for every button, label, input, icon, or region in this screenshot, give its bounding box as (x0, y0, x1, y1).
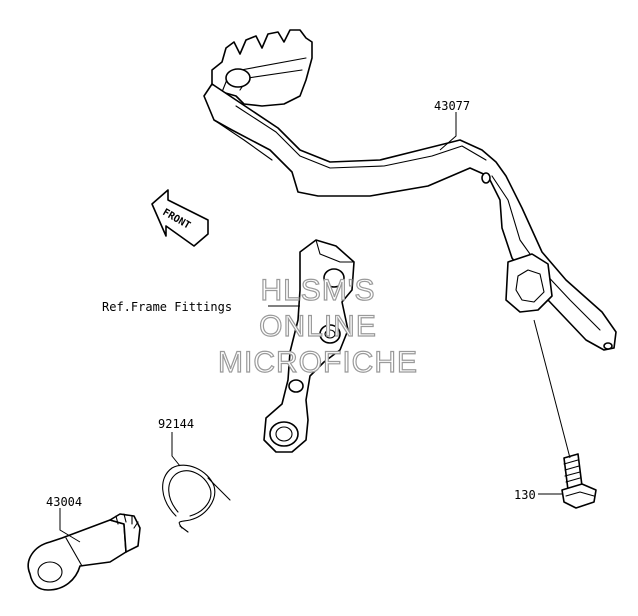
leader-lines (59, 112, 571, 543)
watermark-line-1: HLSM'S (260, 274, 375, 307)
brake-pedal-part[interactable] (203, 29, 617, 351)
spring-part[interactable] (162, 464, 231, 533)
watermark: HLSM'S ONLINE MICROFICHE (217, 273, 418, 379)
watermark-line-3: MICROFICHE (218, 346, 418, 379)
callout-92144: 92144 (158, 417, 194, 431)
callout-frame-fittings: Ref.Frame Fittings (102, 300, 232, 314)
callout-130: 130 (514, 488, 536, 502)
bolt-part[interactable] (561, 453, 597, 509)
frame-bracket-part[interactable] (263, 239, 355, 453)
callout-43077: 43077 (434, 99, 470, 113)
front-arrow-icon: FRONT (151, 189, 209, 247)
watermark-line-2: ONLINE (259, 310, 377, 343)
pedal-shaft-part[interactable] (27, 513, 141, 591)
callout-43004: 43004 (46, 495, 82, 509)
